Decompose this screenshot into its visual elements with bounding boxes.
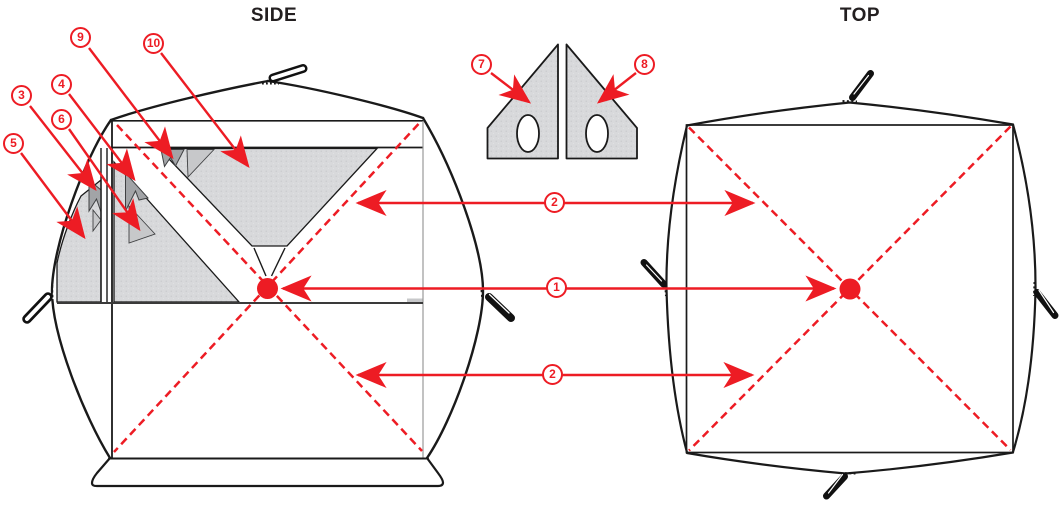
toggle-side-top bbox=[268, 64, 308, 83]
side-base-skirt bbox=[90, 456, 445, 488]
callout-3: 3 bbox=[11, 85, 32, 106]
bracket-mid-1 bbox=[92, 208, 102, 233]
fabric-panel-roof-triangle bbox=[157, 147, 379, 247]
side-view-title: SIDE bbox=[250, 5, 298, 26]
top-view bbox=[640, 70, 1059, 500]
callout-7: 7 bbox=[471, 54, 492, 75]
callout-6: 6 bbox=[51, 109, 72, 130]
callout-8: 8 bbox=[634, 54, 655, 75]
arrow-callout-10 bbox=[160, 52, 250, 169]
top-view-title: TOP bbox=[839, 5, 881, 26]
arrow-callout-3 bbox=[29, 105, 97, 192]
hub-dot-top bbox=[839, 278, 861, 300]
callout-2-upper: 2 bbox=[544, 192, 565, 213]
hub-dot-side bbox=[257, 278, 278, 299]
bracket-mid-9 bbox=[186, 149, 216, 179]
arrow-callout-7 bbox=[490, 72, 532, 104]
side-fabric-panels bbox=[56, 147, 379, 303]
side-view bbox=[22, 64, 515, 488]
callout-5: 5 bbox=[3, 133, 24, 154]
toggle-side-right bbox=[485, 293, 515, 322]
callout-4: 4 bbox=[51, 74, 72, 95]
toggle-top-west bbox=[640, 259, 667, 288]
arrow-callout-5 bbox=[20, 152, 86, 240]
toggle-top-east bbox=[1033, 289, 1059, 319]
callout-2-lower: 2 bbox=[542, 364, 563, 385]
bracket-left-slot bbox=[516, 114, 540, 153]
bracket-right-slot bbox=[585, 114, 609, 153]
arrow-callout-6 bbox=[68, 128, 141, 232]
callout-10: 10 bbox=[143, 33, 164, 54]
arrow-callout-8 bbox=[596, 72, 637, 104]
arrow-callout-4 bbox=[68, 93, 136, 182]
toggle-side-left bbox=[22, 292, 53, 324]
toggle-top-north bbox=[849, 70, 874, 101]
bracket-parts bbox=[486, 43, 638, 160]
callout-9: 9 bbox=[70, 27, 91, 48]
toggle-top-south bbox=[823, 473, 848, 500]
arrow-callout-9 bbox=[88, 47, 174, 160]
callout-1: 1 bbox=[546, 277, 567, 298]
